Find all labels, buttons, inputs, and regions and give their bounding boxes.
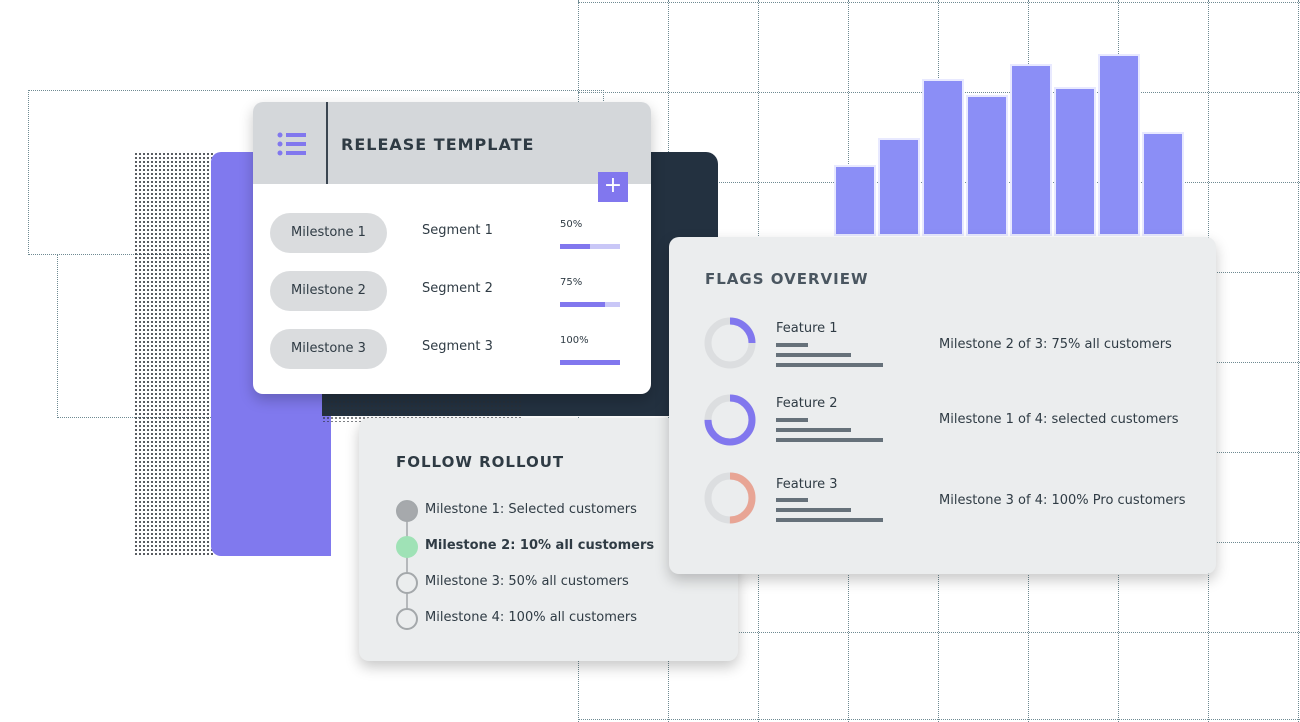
step-label: Milestone 4: 100% all customers <box>425 610 638 625</box>
grid-line <box>578 2 1300 3</box>
placeholder-line <box>776 508 851 512</box>
step-indicator <box>396 608 418 630</box>
grid-line <box>578 632 1300 633</box>
placeholder-line <box>776 438 883 442</box>
feature-name[interactable]: Feature 3 <box>776 477 838 492</box>
step-indicator <box>396 536 418 558</box>
add-milestone-button[interactable]: + <box>598 172 628 202</box>
segment-label: Segment 2 <box>422 281 493 296</box>
histogram-bar <box>1054 87 1096 236</box>
histogram-bar <box>1010 63 1052 236</box>
milestone-pill[interactable]: Milestone 1 <box>270 213 387 253</box>
feature-ring-icon <box>704 317 756 369</box>
feature-status: Milestone 3 of 4: 100% Pro customers <box>939 493 1186 508</box>
timeline-connector <box>406 511 408 619</box>
progress-bar <box>560 244 620 249</box>
placeholder-line <box>776 343 808 347</box>
step-label: Milestone 3: 50% all customers <box>425 574 629 589</box>
segment-label: Segment 1 <box>422 223 493 238</box>
grid-line <box>578 719 1300 720</box>
grid-line <box>1298 0 1299 722</box>
flags-overview-title: FLAGS OVERVIEW <box>705 270 869 288</box>
progress-fill <box>560 244 590 249</box>
feature-ring-icon <box>704 394 756 446</box>
milestone-pill[interactable]: Milestone 3 <box>270 329 387 369</box>
histogram-bar <box>834 165 876 236</box>
follow-rollout-title: FOLLOW ROLLOUT <box>396 453 565 471</box>
step-indicator <box>396 500 418 522</box>
flags-overview-card: FLAGS OVERVIEW Feature 1 Milestone 2 of … <box>669 237 1216 574</box>
release-template-card: RELEASE TEMPLATE + Milestone 1 Segment 1… <box>253 102 651 394</box>
progress-percent: 75% <box>560 277 583 288</box>
feature-status: Milestone 2 of 3: 75% all customers <box>939 337 1172 352</box>
placeholder-line <box>776 428 851 432</box>
histogram-bar <box>922 79 964 236</box>
placeholder-line <box>776 353 851 357</box>
placeholder-line <box>776 498 808 502</box>
feature-name[interactable]: Feature 2 <box>776 396 838 411</box>
progress-percent: 100% <box>560 335 589 346</box>
placeholder-line <box>776 418 808 422</box>
histogram-bar <box>1098 53 1140 236</box>
placeholder-line <box>776 518 883 522</box>
step-label: Milestone 1: Selected customers <box>425 502 637 517</box>
feature-name[interactable]: Feature 1 <box>776 321 838 336</box>
segment-label: Segment 3 <box>422 339 493 354</box>
feature-ring-fill <box>704 394 756 446</box>
step-label: Milestone 2: 10% all customers <box>425 538 655 553</box>
step-indicator <box>396 572 418 594</box>
list-icon-box[interactable] <box>253 102 328 184</box>
progress-fill <box>560 302 605 307</box>
progress-percent: 50% <box>560 219 583 230</box>
activity-histogram <box>834 40 1184 236</box>
release-template-header: RELEASE TEMPLATE <box>253 102 651 184</box>
stipple-texture <box>134 152 214 556</box>
progress-bar <box>560 360 620 365</box>
feature-ring-icon <box>704 472 756 524</box>
list-icon <box>277 132 306 156</box>
histogram-bar <box>966 94 1008 236</box>
feature-status: Milestone 1 of 4: selected customers <box>939 412 1179 427</box>
placeholder-line <box>776 363 883 367</box>
progress-fill <box>560 360 620 365</box>
histogram-bar <box>1142 132 1184 236</box>
stipple-texture <box>322 392 522 422</box>
progress-bar <box>560 302 620 307</box>
histogram-bar <box>878 138 920 236</box>
feature-ring-fill <box>704 472 756 524</box>
release-template-title: RELEASE TEMPLATE <box>341 135 535 154</box>
feature-ring-fill <box>704 317 756 369</box>
milestone-pill[interactable]: Milestone 2 <box>270 271 387 311</box>
